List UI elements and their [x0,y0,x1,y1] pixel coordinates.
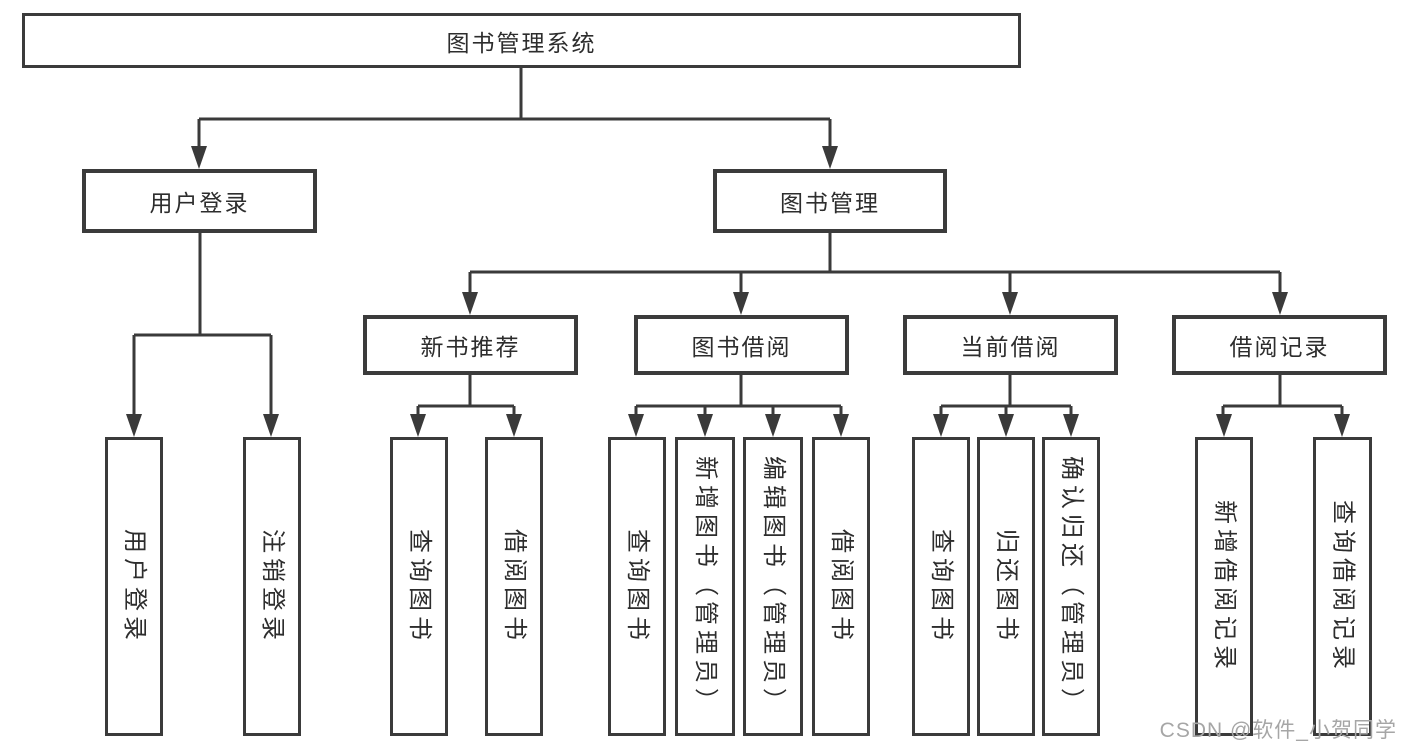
leaf-borrow-books-recommend: 借阅图书 [485,437,543,736]
node-label: 用户登录 [149,190,250,216]
node-current-borrowing: 当前借阅 [903,315,1118,375]
node-library-management-system: 图书管理系统 [22,13,1021,68]
node-label: 借阅图书 [501,528,528,645]
node-book-management: 图书管理 [713,169,947,233]
node-label: 图书管理系统 [446,29,597,56]
node-label: 确认归还（管理员） [1058,456,1085,717]
node-label: 图书管理 [780,190,880,216]
connector-root [191,68,838,169]
csdn-watermark: CSDN @软件_小贺同学 [1159,719,1397,742]
connector-book-borrowing [628,375,849,437]
leaf-logout: 注销登录 [243,437,301,736]
leaf-query-books-recommend: 查询图书 [390,437,448,736]
leaf-user-login: 用户登录 [105,437,163,736]
node-label: 图书借阅 [691,334,792,360]
node-label: 用户登录 [121,528,148,645]
node-label: 新书推荐 [420,334,521,360]
leaf-add-books-admin: 新增图书（管理员） [675,437,735,736]
node-label: 查询借阅记录 [1329,499,1357,674]
node-user-login: 用户登录 [82,169,317,233]
leaf-borrow-books-borrowing: 借阅图书 [812,437,870,736]
leaf-confirm-return-admin: 确认归还（管理员） [1042,437,1100,736]
node-label: 编辑图书（管理员） [760,456,787,717]
node-label: 查询图书 [928,528,955,645]
connector-user-login [126,233,279,437]
node-label: 注销登录 [259,528,286,645]
node-book-borrowing: 图书借阅 [634,315,849,375]
node-label: 新增图书（管理员） [692,456,719,717]
node-new-book-recommend: 新书推荐 [363,315,578,375]
leaf-edit-books-admin: 编辑图书（管理员） [743,437,803,736]
connector-current-borrowing [933,375,1079,437]
leaf-query-books-current: 查询图书 [912,437,970,736]
node-label: 借阅图书 [828,528,855,645]
node-label: 当前借阅 [960,334,1061,360]
node-borrowing-records: 借阅记录 [1172,315,1387,375]
node-label: 借阅记录 [1229,334,1330,360]
connector-borrowing-records [1216,375,1350,437]
node-label: 归还图书 [993,528,1020,645]
connector-book-management [462,233,1288,315]
leaf-query-books-borrowing: 查询图书 [608,437,666,736]
leaf-add-borrow-record: 新增借阅记录 [1195,437,1253,736]
node-label: 新增借阅记录 [1211,499,1238,674]
connector-new-book-recommend [410,375,522,437]
leaf-query-borrow-record: 查询借阅记录 [1313,437,1372,736]
node-label: 查询图书 [406,528,433,645]
node-label: 查询图书 [624,528,651,645]
leaf-return-books: 归还图书 [977,437,1035,736]
